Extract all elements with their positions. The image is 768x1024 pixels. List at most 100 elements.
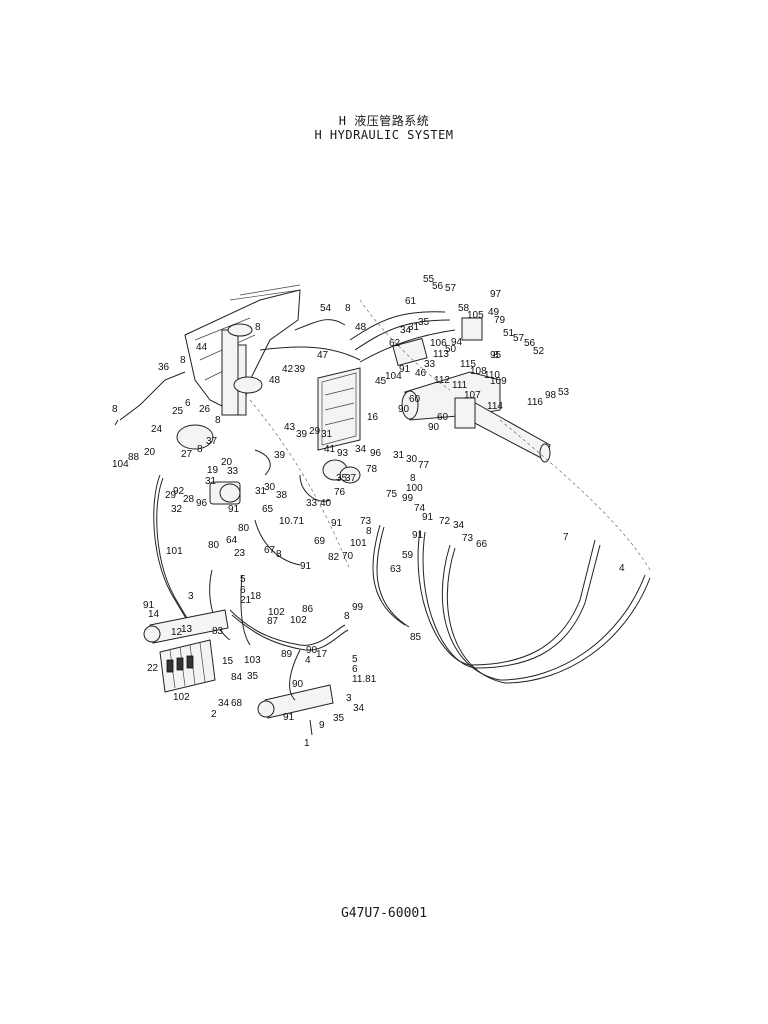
callout-label: 17 — [316, 649, 328, 660]
callout-label: 78 — [366, 464, 378, 475]
callout-label: 82 — [328, 552, 340, 563]
callout-label: 34 — [400, 325, 412, 336]
callout-label: 105 — [467, 310, 484, 321]
callout-label: 106 — [430, 338, 447, 349]
callout-label: 31 — [393, 450, 405, 461]
callout-label: 38 — [276, 490, 288, 501]
callout-label: 114 — [487, 401, 503, 412]
callout-label: 39 — [296, 429, 308, 440]
callout-label: 54 — [320, 303, 332, 314]
callout-label: 21 — [240, 595, 252, 606]
callout-label: 104 — [385, 371, 402, 382]
callout-label: 91 — [331, 518, 343, 529]
callout-label: 60 — [409, 394, 421, 405]
callout-label: 36 — [158, 362, 170, 373]
main-pump — [176, 424, 361, 505]
callout-label: 37 — [206, 436, 218, 447]
callout-label: 91 — [228, 504, 240, 515]
callout-label: 5 — [352, 654, 358, 665]
callout-label: 84 — [231, 672, 243, 683]
callout-label: 8 — [215, 415, 221, 426]
callout-label: 22 — [147, 663, 159, 674]
diagram-title-cn: H 液压管路系统 — [338, 114, 430, 128]
callout-label: 63 — [390, 564, 402, 575]
callout-label: 91 — [283, 712, 295, 723]
callout-label: 42 — [282, 364, 294, 375]
callout-label: 55 — [423, 274, 435, 285]
callout-label: 85 — [410, 632, 422, 643]
callout-label: 33 — [227, 466, 239, 477]
callout-label: 60 — [437, 412, 449, 423]
callout-label: 111 — [452, 380, 468, 391]
callout-label: 92 — [173, 486, 185, 497]
callout-label: 96 — [370, 448, 382, 459]
callout-label: 57 — [513, 333, 525, 344]
callout-label: 96 — [196, 498, 208, 509]
callout-labels: 55 56 57 97 54 8 61 48 49 79 105 58 8 44… — [112, 274, 625, 749]
callout-label: 32 — [171, 504, 183, 515]
mid-hoses — [153, 449, 410, 646]
callout-label: 101 — [350, 538, 367, 549]
callout-label: 80 — [238, 523, 250, 534]
callout-label: 74 — [414, 503, 426, 514]
callout-label: 15 — [222, 656, 234, 667]
callout-label: 107 — [464, 390, 481, 401]
callout-label: 18 — [250, 591, 262, 602]
callout-label: 101 — [166, 546, 183, 557]
callout-label: 39 — [274, 450, 286, 461]
callout-label: 8 — [180, 355, 186, 366]
callout-label: 8 — [493, 350, 499, 361]
callout-label: 112 — [434, 375, 450, 386]
callout-label: 3 — [188, 591, 194, 602]
callout-label: 90 — [292, 679, 304, 690]
callout-label: 109 — [490, 376, 507, 387]
callout-label: 102 — [268, 607, 285, 618]
callout-label: 59 — [402, 550, 414, 561]
callout-label: 8 — [410, 473, 416, 484]
callout-label: 72 — [439, 516, 451, 527]
callout-label: 37 — [345, 473, 357, 484]
callout-label: 91 — [300, 561, 312, 572]
callout-label: 8 — [255, 322, 261, 333]
callout-label: 31 — [408, 322, 420, 333]
callout-label: 30 — [264, 482, 276, 493]
callout-label: 91 — [422, 512, 434, 523]
callout-label: 102 — [173, 692, 190, 703]
callout-label: 6 — [352, 664, 358, 675]
callout-label: 80 — [208, 540, 220, 551]
callout-label: 8 — [344, 611, 350, 622]
callout-label: 89 — [281, 649, 293, 660]
callout-label: 94 — [451, 337, 463, 348]
callout-label: 90 — [428, 422, 440, 433]
callout-label: 6 — [240, 585, 246, 596]
callout-label: 31 — [255, 486, 267, 497]
callout-label: 115 — [460, 359, 476, 370]
callout-label: 58 — [458, 303, 470, 314]
callout-label: 44 — [196, 342, 208, 353]
callout-label: 9 — [319, 720, 325, 731]
callout-label: 48 — [355, 322, 367, 333]
filter-column — [221, 323, 263, 416]
callout-label: 12 — [171, 627, 183, 638]
oil-cooler — [317, 367, 361, 451]
callout-label: 41 — [324, 444, 336, 455]
callout-label: 90 — [398, 404, 410, 415]
callout-label: 69 — [314, 536, 326, 547]
callout-label: 87 — [267, 616, 279, 627]
tilt-cylinder-right — [257, 684, 334, 719]
callout-label: 31 — [321, 429, 333, 440]
long-return-lines — [249, 299, 651, 684]
callout-label: 90 — [306, 645, 318, 656]
callout-label: 8 — [197, 444, 203, 455]
callout-label: 47 — [317, 350, 329, 361]
callout-label: 34 — [453, 520, 465, 531]
callout-label: 98 — [545, 390, 557, 401]
callout-label: 100 — [406, 483, 423, 494]
callout-label: 45 — [375, 376, 387, 387]
callout-label: 6 — [185, 398, 191, 409]
callout-label: 50 — [445, 344, 457, 355]
callout-label: 19 — [207, 465, 219, 476]
callout-label: 93 — [337, 448, 349, 459]
diagram-title-en: H HYDRAULIC SYSTEM — [314, 128, 454, 142]
